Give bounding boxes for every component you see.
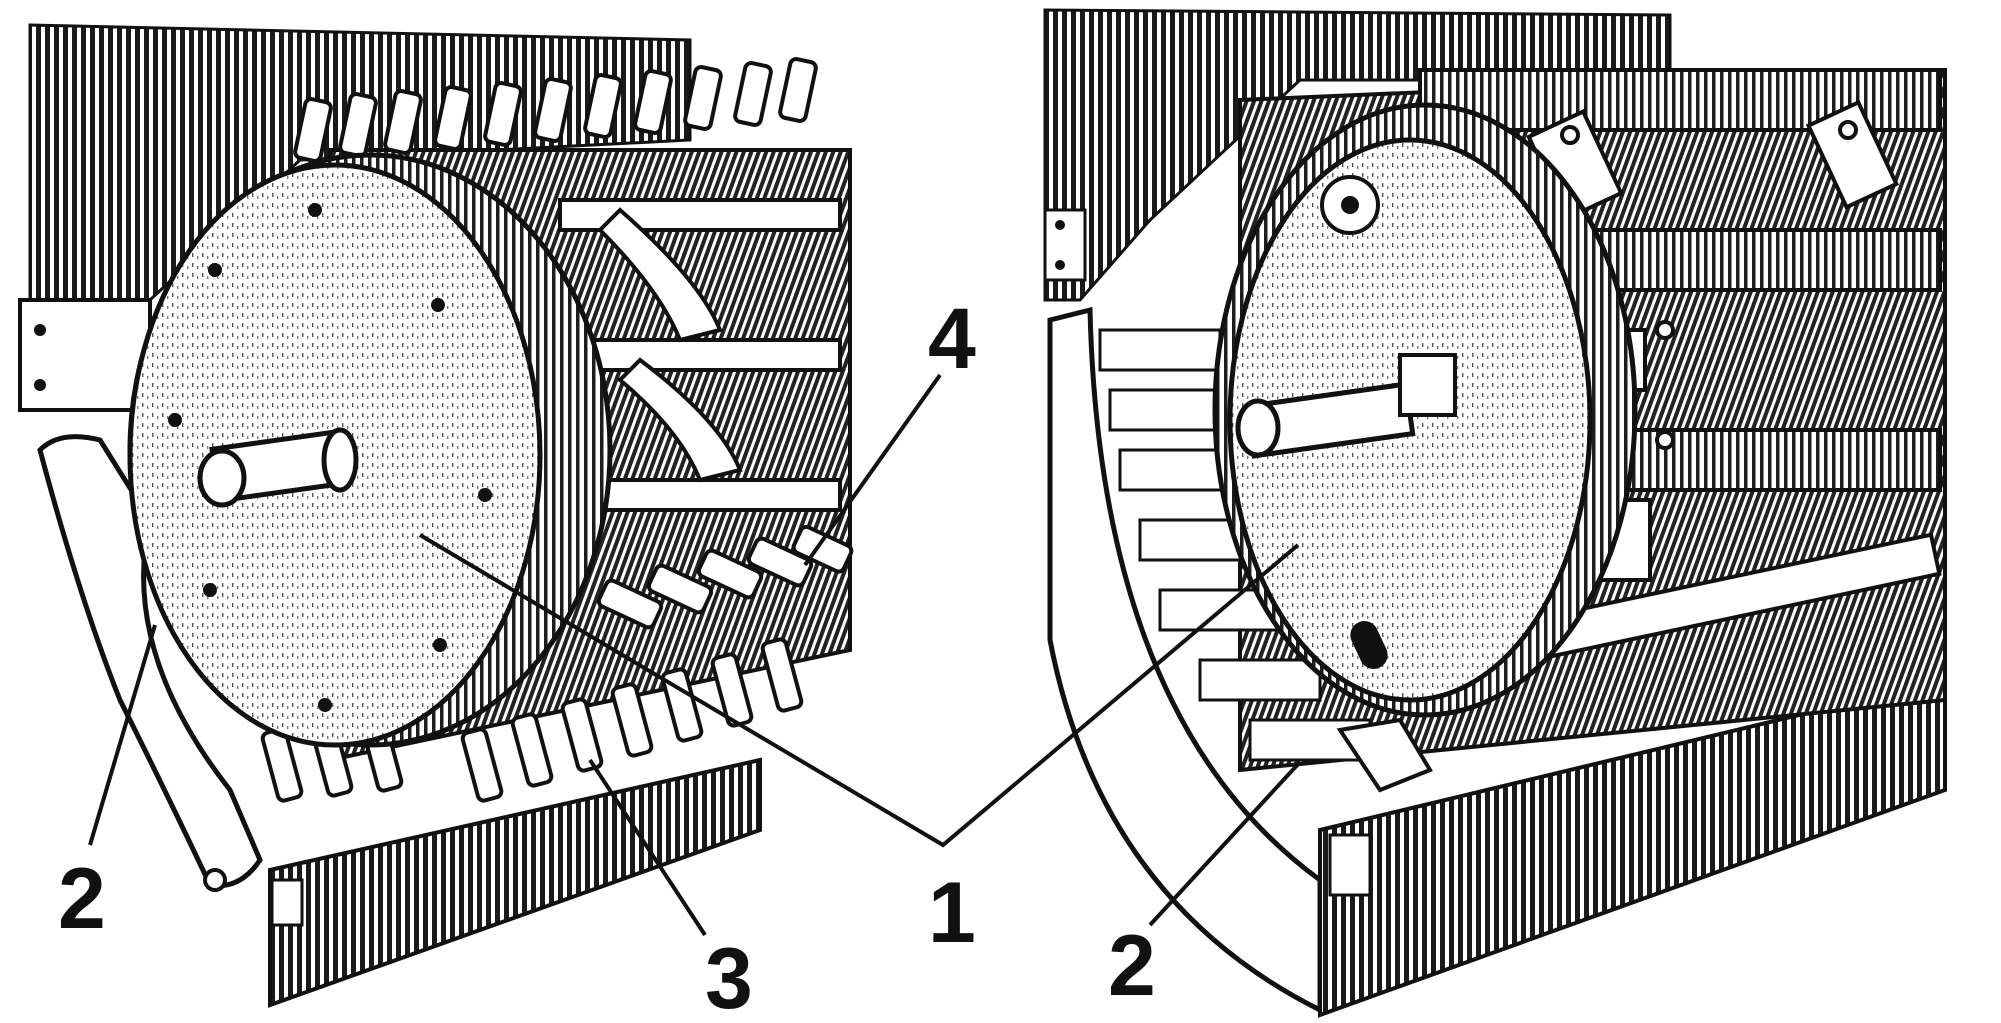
right-drum-assembly [1043, 8, 1947, 1018]
left-disk-bolts [168, 203, 492, 712]
right-front-comb-plate [1318, 677, 1947, 1018]
leader-line-3 [588, 758, 707, 937]
leader-line-2-left [88, 624, 157, 846]
callout-4: 4 [928, 291, 976, 387]
left-bottom-comb-plate [268, 757, 762, 1008]
right-disk-slot [1350, 621, 1388, 669]
left-middle-blades [596, 524, 854, 630]
left-shaft [197, 427, 359, 508]
right-back-comb-plate [1043, 8, 1672, 302]
callout-1: 1 [928, 865, 976, 961]
right-shaft [1235, 353, 1457, 459]
callout-3: 3 [705, 931, 753, 1023]
left-side-bracket [18, 298, 152, 412]
right-lower-shoe [1336, 717, 1433, 793]
callout-2-right: 2 [1108, 918, 1156, 1014]
callout-labels: 1 2 2 3 4 [58, 291, 1156, 1023]
left-top-blades [293, 57, 818, 163]
leader-line-1 [418, 533, 1300, 848]
callout-2-left: 2 [58, 851, 106, 947]
left-bottom-blades [260, 637, 804, 803]
leader-lines [88, 373, 1302, 937]
leader-line-2-right [1148, 760, 1302, 927]
leader-line-4 [803, 373, 942, 567]
left-drum-assembly [18, 23, 854, 1008]
